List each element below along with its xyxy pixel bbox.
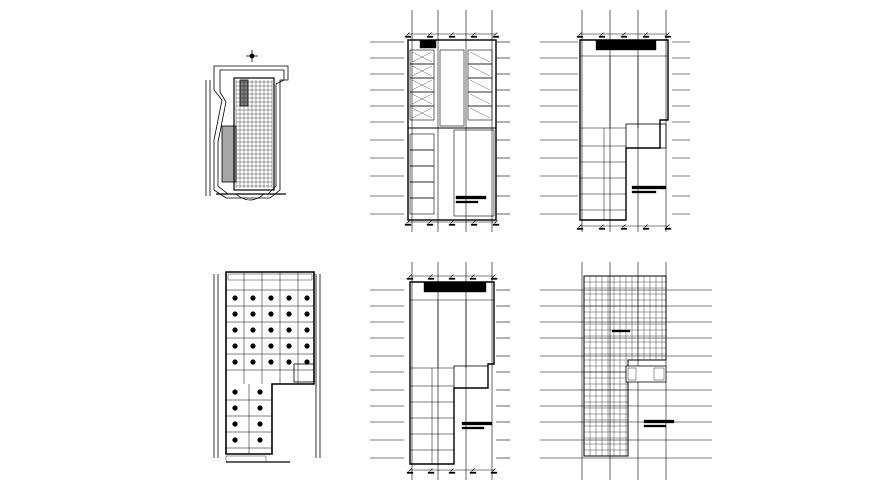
road-band xyxy=(205,80,211,196)
floor-plan-4 xyxy=(370,262,510,480)
floor-plan-3 xyxy=(213,271,321,463)
site-boundary xyxy=(213,65,289,199)
roof-plan xyxy=(540,262,712,480)
north-arrow-icon xyxy=(246,50,258,62)
site-hatch xyxy=(235,80,273,188)
floor-plan-2 xyxy=(540,10,690,232)
floor-plan-1 xyxy=(370,10,510,232)
site-plan xyxy=(205,50,289,201)
